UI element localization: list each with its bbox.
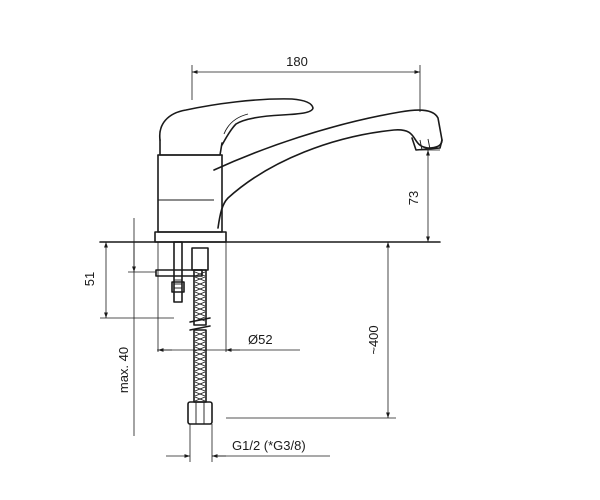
hose-upper xyxy=(193,269,207,326)
braid-stroke xyxy=(194,366,206,372)
dim-label-51: 51 xyxy=(82,272,97,286)
threaded-stud xyxy=(173,241,183,303)
cap-ring xyxy=(159,139,223,156)
braid-stroke xyxy=(194,311,206,317)
hex-fitting xyxy=(187,401,213,425)
dim-overall-width: 180 xyxy=(191,54,421,112)
body-cylinder xyxy=(157,154,223,233)
dim-label-d52: Ø52 xyxy=(248,332,273,347)
braid-stroke xyxy=(194,356,206,362)
dim-label-400: ~400 xyxy=(366,325,381,354)
braid-stroke xyxy=(194,386,206,392)
clamp-plate xyxy=(155,269,203,277)
braid-stroke xyxy=(194,336,206,342)
base-flange xyxy=(154,231,227,243)
dim-mount-height: 51 xyxy=(82,241,174,319)
braid-stroke xyxy=(194,271,206,277)
hose-break-mark xyxy=(189,317,211,331)
braid-stroke xyxy=(194,286,206,292)
braid-stroke xyxy=(194,391,206,397)
braid-stroke xyxy=(194,301,206,307)
aerator xyxy=(411,137,443,151)
faucet-body xyxy=(99,98,443,243)
braid-stroke xyxy=(194,371,206,377)
hose-braid xyxy=(194,271,206,402)
braid-stroke xyxy=(194,351,206,357)
braid-stroke xyxy=(194,291,206,297)
braid-stroke xyxy=(194,396,206,402)
dim-hose-length: ~400 xyxy=(226,242,396,419)
hose-connector xyxy=(191,247,209,271)
clamp-nut xyxy=(171,281,185,293)
braid-stroke xyxy=(194,276,206,282)
braid-stroke xyxy=(194,376,206,382)
mounting-assembly xyxy=(155,241,213,425)
dim-label-thread: G1/2 (*G3/8) xyxy=(232,438,306,453)
aerator-line-2 xyxy=(427,138,431,150)
lever-detail xyxy=(223,113,249,135)
braid-stroke xyxy=(194,341,206,347)
braid-stroke xyxy=(194,296,206,302)
dim-spout-height: 73 xyxy=(406,149,440,242)
braid-stroke xyxy=(194,306,206,312)
dim-base-diameter: Ø52 xyxy=(157,242,300,352)
braid-stroke xyxy=(194,316,206,322)
dim-thread: G1/2 (*G3/8) xyxy=(166,424,330,462)
braid-stroke xyxy=(194,361,206,367)
dim-label-180: 180 xyxy=(286,54,308,69)
braid-stroke xyxy=(194,331,206,337)
braid-stroke xyxy=(194,381,206,387)
dim-label-73: 73 xyxy=(406,191,421,205)
dim-label-max40: max. 40 xyxy=(116,347,131,393)
braid-stroke xyxy=(194,281,206,287)
dim-max-thickness: max. 40 xyxy=(116,218,156,436)
aerator-line-1 xyxy=(419,139,423,151)
lever-handle xyxy=(159,98,314,146)
spout xyxy=(213,109,443,229)
